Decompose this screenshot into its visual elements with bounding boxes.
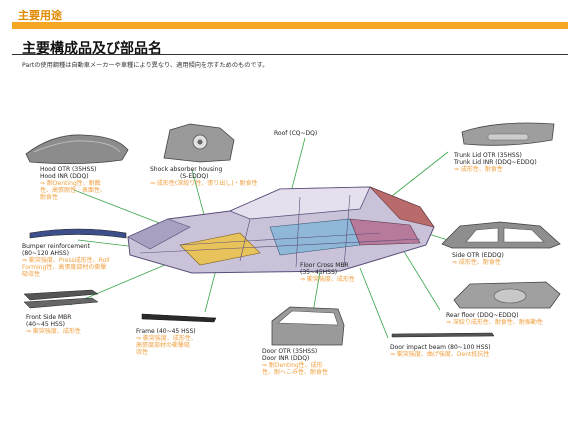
car-body-in-white-image	[127, 186, 435, 274]
shock-name-2: (S-EDDQ)	[180, 173, 209, 180]
frame-image	[141, 313, 217, 323]
beam-note: ⇒ 衝突強度、曲げ強度、Dent抵抗性	[390, 351, 490, 358]
label-shock-absorber: Shock absorber housing (S-EDDQ) ⇒ 成形性(深絞…	[150, 166, 258, 187]
trunk-otr-name: Trunk Lid OTR (35HSS)	[454, 152, 522, 159]
door-note-2: 性、耐へこみ性、耐食性	[262, 369, 329, 376]
side-name: Side OTR (EDDQ)	[452, 252, 504, 259]
rearfloor-name: Rear floor (DDQ~EDDQ)	[446, 312, 519, 319]
label-roof: Roof (CQ~DQ)	[274, 130, 317, 137]
bumper-name-2: (80~120 AHSS)	[22, 250, 69, 257]
frontside-note: ⇒ 衝突強度、成形性	[26, 328, 81, 335]
bumper-name-1: Bumper reinforcement	[22, 243, 90, 250]
section-tag: 主要用途	[18, 9, 62, 22]
door-impact-beam-image	[391, 332, 495, 338]
frontside-name-1: Front Side MBR	[26, 314, 72, 321]
bumper-note-3: 吸収性	[22, 271, 41, 278]
label-front-side: Front Side MBR (40~45 HSS) ⇒ 衝突強度、成形性	[26, 314, 81, 335]
side-note: ⇒ 成形性、耐食性	[452, 259, 501, 266]
rearfloor-note: ⇒ 深絞り成形性、耐食性、耐振動性	[446, 319, 543, 326]
leader-shock	[191, 169, 207, 223]
shock-name-1: Shock absorber housing	[150, 166, 223, 173]
frame-note-1: ⇒ 衝突強度、成形性、	[136, 335, 197, 342]
bumper-note-1: ⇒ 衝突強度、Press成形性、Roll	[22, 257, 110, 264]
hood-note-2: 性、高張剛性、表面性、	[40, 187, 107, 194]
label-side-otr: Side OTR (EDDQ) ⇒ 成形性、耐食性	[452, 252, 504, 266]
label-door-impact-beam: Door impact beam (80~100 HSS) ⇒ 衝突強度、曲げ強…	[390, 344, 491, 358]
floorcross-name-2: (35~45HSS)	[300, 269, 338, 276]
frame-name: Frame (40~45 HSS)	[136, 328, 196, 335]
rear-floor-image	[453, 281, 561, 309]
bumper-note-2: Forming性、高張度部材の衝撃	[22, 264, 107, 271]
frontside-name-2: (40~45 HSS)	[26, 321, 66, 328]
trunk-note-1: ⇒ 成形性、耐食性	[454, 166, 503, 173]
hood-note-1: ⇒ 耐Denting性、耐蝕	[40, 180, 101, 187]
label-trunk-lid: Trunk Lid OTR (35HSS) Trunk Lid INR (DDQ…	[454, 152, 537, 173]
hood-note-3: 耐食性	[40, 194, 59, 201]
hood-otr-name: Hood OTR (35HSS)	[40, 166, 97, 173]
label-rear-floor: Rear floor (DDQ~EDDQ) ⇒ 深絞り成形性、耐食性、耐振動性	[446, 312, 543, 326]
leader-trunk	[391, 151, 449, 197]
leader-beam	[359, 267, 389, 339]
roof-name: Roof (CQ~DQ)	[274, 130, 318, 137]
header-accent-bar	[12, 22, 568, 29]
trunk-inr-name: Trunk Lid INR (DDQ~EDDQ)	[454, 159, 537, 166]
trunk-lid-image	[461, 122, 555, 146]
door-image	[271, 306, 345, 346]
door-note-1: ⇒ 耐Denting性、成形	[262, 362, 323, 369]
title-divider	[12, 54, 568, 55]
label-floor-cross: Floor Cross MBR (35~45HSS) ⇒ 衝突強度、成形性	[300, 262, 355, 283]
frame-note-2: 高張度部材の衝撃吸	[136, 342, 191, 349]
side-otr-image	[441, 221, 561, 249]
front-side-member-image	[23, 289, 99, 309]
door-otr-name: Door OTR (35HSS)	[262, 348, 318, 355]
label-door: Door OTR (35HSS) Door INR (DDQ) ⇒ 耐Denti…	[262, 348, 328, 376]
leader-frontside	[69, 261, 173, 306]
hood-image	[25, 134, 129, 164]
beam-name: Door impact beam (80~100 HSS)	[390, 344, 491, 351]
page-title: 主要構成品及び部品名	[22, 41, 162, 57]
label-bumper: Bumper reinforcement (80~120 AHSS) ⇒ 衝突強…	[22, 243, 110, 278]
shock-note-1: ⇒ 成形性(深絞り性、張り出し)・耐食性	[150, 180, 258, 187]
leader-roof	[289, 137, 306, 197]
shock-absorber-housing-image	[163, 123, 235, 163]
label-hood: Hood OTR (35HSS) Hood INR (DDQ) ⇒ 耐Denti…	[40, 166, 106, 201]
intro-text: Partの使用鋼種は自動車メーカーや車種により異なり、適用傾向を示すためのもので…	[22, 62, 269, 69]
label-frame: Frame (40~45 HSS) ⇒ 衝突強度、成形性、 高張度部材の衝撃吸 …	[136, 328, 197, 356]
bumper-reinforcement-image	[29, 228, 127, 239]
frame-note-3: 収性	[136, 349, 149, 356]
hood-inr-name: Hood INR (DDQ)	[40, 173, 89, 180]
door-inr-name: Door INR (DDQ)	[262, 355, 310, 362]
floorcross-name-1: Floor Cross MBR	[300, 262, 349, 269]
floorcross-note: ⇒ 衝突強度、成形性	[300, 276, 355, 283]
